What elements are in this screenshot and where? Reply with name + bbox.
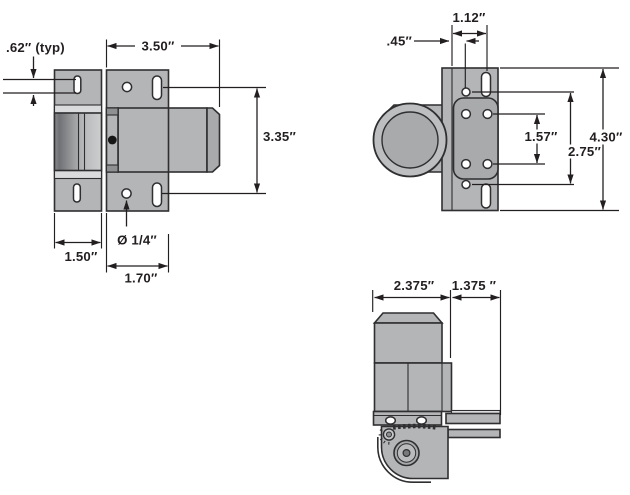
dim-label-plate-width: 1.70″: [125, 271, 158, 286]
base-plate: [372, 410, 443, 426]
dim-flange-length: 1.375 ″: [452, 278, 502, 415]
dim-edge-to-hole: .45″: [387, 34, 479, 88]
flange-bar-lower: [447, 428, 501, 439]
dim-label-overall-length: 3.50″: [142, 39, 175, 54]
latch-nose: [206, 107, 221, 173]
dim-label-hole-dia: Ø 1/4″: [117, 233, 157, 248]
dim-inner-hole-spacing: 1.57″: [493, 113, 559, 165]
body-hole: [460, 108, 472, 120]
side-slot-bottom: [480, 183, 492, 209]
dim-body-width: 2.375″: [372, 278, 452, 358]
plate-hole-bottom: [121, 188, 132, 199]
screw-center: [386, 431, 392, 438]
dim-label-flange-length: 1.375 ″: [452, 278, 497, 293]
dim-label-edge-to-slot: 1.12″: [453, 10, 486, 25]
plate-hole-top: [121, 81, 133, 93]
label-mask: [520, 129, 559, 144]
body-upper-block: [373, 322, 443, 364]
serrated-cam-edge: [392, 423, 438, 430]
body-hole: [482, 158, 493, 170]
plate-slot-bottom: [151, 182, 163, 208]
dim-label-body-width: 2.375″: [394, 278, 435, 293]
flange-bar-upper: [445, 412, 501, 425]
base-slot: [384, 416, 397, 425]
barrel-washer-bottom: [53, 169, 103, 180]
dim-overall-length: 3.50″: [105, 38, 221, 107]
barrel-washer-top: [53, 104, 103, 114]
label-mask: [135, 38, 181, 54]
housing-rim-arc: [377, 437, 431, 483]
dim-outer-hole-spacing: 2.75″: [472, 91, 606, 186]
dim-edge-to-slot: 1.12″: [451, 10, 488, 71]
dim-label-overall-height: 4.30″: [590, 130, 623, 145]
pin-notch-top: [105, 107, 119, 116]
knurl-ticks: [378, 429, 390, 445]
pivot-pin-dot: [107, 135, 117, 145]
knurled-screw: [378, 428, 396, 445]
dim-hole-diameter: Ø 1/4″: [117, 200, 157, 248]
dim-overall-height: 4.30″: [500, 67, 627, 212]
label-mask: [585, 129, 627, 145]
base-slot: [415, 416, 428, 425]
dim-slot-length: .62″ (typ): [3, 40, 76, 106]
label-mask: [566, 144, 606, 159]
front-view: .62″ (typ) 3.50″ 3.35″ Ø 1/4″ 1.50″: [3, 38, 296, 286]
dim-label-inner-spacing: 1.57″: [525, 129, 558, 144]
dim-label-slot-typ: .62″ (typ): [6, 40, 65, 55]
bottom-view: 2.375″ 1.375 ″: [372, 278, 502, 483]
pin-notch-bottom: [105, 164, 119, 173]
pivot-center: [402, 449, 411, 458]
plate-hole-lower: [461, 179, 471, 190]
plate-slot-top: [151, 75, 163, 101]
dim-label-hole-spacing: 3.35″: [263, 129, 296, 144]
dim-plate-width: 1.70″: [105, 213, 170, 286]
latch-body: [117, 107, 208, 173]
body-hole: [482, 108, 493, 120]
dim-label-outer-spacing: 2.75″: [568, 144, 601, 159]
dim-bracket-width: 1.50″: [53, 213, 103, 264]
body-top-bevel: [372, 312, 444, 324]
body-middle-block: [373, 362, 453, 413]
side-slot-top: [480, 71, 492, 98]
bracket-slot-bottom: [72, 183, 82, 203]
body-hole: [460, 158, 472, 170]
knob-face: [381, 111, 439, 169]
dim-label-bracket-width: 1.50″: [65, 249, 98, 264]
bracket-slot-top: [73, 75, 82, 95]
plate-hole-upper: [461, 87, 471, 97]
side-view: 1.12″ .45″ 1.57″ 2.75″: [372, 10, 627, 212]
dim-label-edge-to-hole: .45″: [387, 34, 413, 49]
dim-mount-hole-spacing: 3.35″: [162, 86, 296, 195]
